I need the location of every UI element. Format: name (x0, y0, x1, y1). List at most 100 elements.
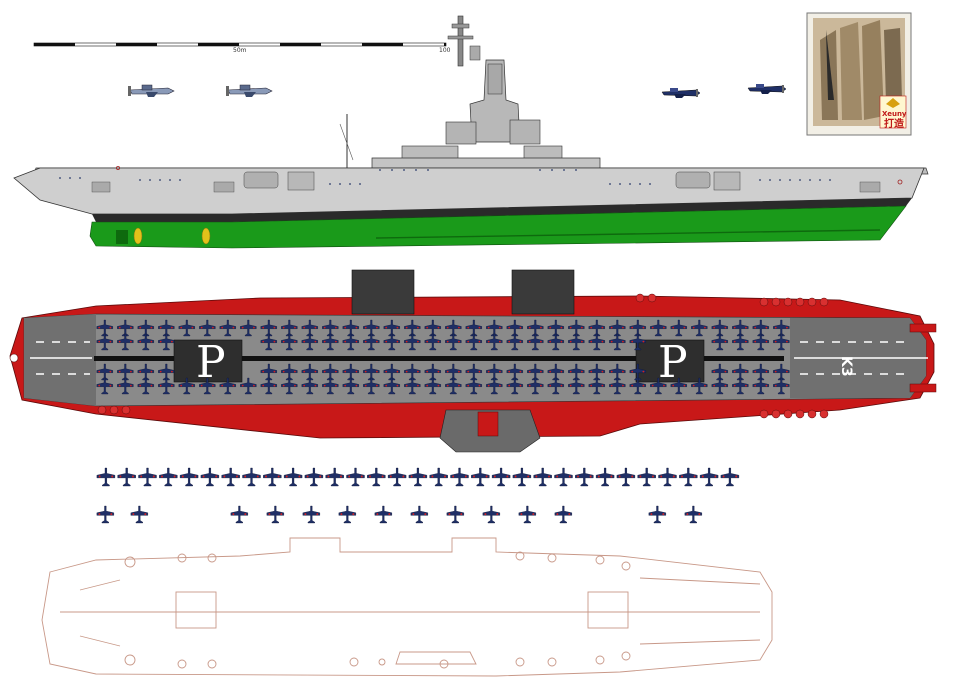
aircraft-top-icon (658, 467, 677, 487)
aircraft-top-icon (158, 363, 175, 381)
aircraft-top-icon (629, 363, 646, 381)
aircraft-top-icon (429, 467, 448, 487)
aircraft-top-icon (424, 363, 441, 381)
aircraft-top-icon (159, 467, 178, 487)
aircraft-top-icon (200, 467, 220, 487)
aircraft-top-icon (383, 363, 400, 381)
aircraft-top-icon (383, 333, 400, 351)
aircraft-top-icon (732, 377, 749, 395)
aircraft-top-icon (281, 333, 298, 351)
aircraft-top-icon (471, 467, 490, 487)
air-group-row (96, 467, 740, 487)
aircraft-top-icon (304, 467, 324, 487)
aircraft-top-icon (283, 467, 303, 487)
aircraft-top-icon (595, 467, 615, 487)
aircraft-top-icon (199, 319, 216, 337)
aircraft-top-icon (301, 363, 318, 381)
aircraft-top-icon (301, 319, 318, 337)
aircraft-top-icon (338, 505, 357, 524)
aircraft-top-icon (96, 377, 113, 395)
aircraft-top-icon (506, 319, 523, 337)
aircraft-top-icon (547, 363, 564, 381)
aircraft-top-icon (346, 467, 365, 487)
aircraft-top-icon (506, 363, 523, 381)
aircraft-top-icon (219, 319, 236, 337)
aircraft-top-icon (158, 377, 175, 395)
aircraft-top-icon (242, 467, 261, 487)
aircraft-side-icon (747, 84, 787, 94)
aircraft-top-icon (650, 377, 667, 395)
aircraft-top-icon (260, 363, 277, 381)
aircraft-side-icon (661, 88, 701, 98)
aircraft-top-icon (342, 363, 359, 381)
aircraft-top-icon (424, 333, 441, 351)
aircraft-top-icon (117, 377, 134, 395)
elevator-fwd-marking: P (196, 337, 226, 388)
aircraft-top-icon (711, 319, 728, 337)
aircraft-top-icon (711, 363, 728, 381)
aircraft-top-icon (506, 377, 523, 395)
aircraft-top-icon (518, 505, 537, 524)
aircraft-top-icon (650, 319, 667, 337)
aircraft-top-icon (482, 505, 501, 524)
aircraft-top-icon (363, 363, 380, 381)
aircraft-side-icon (226, 84, 273, 97)
aircraft-top-icon (342, 377, 359, 395)
aircraft-top-icon (117, 363, 134, 381)
aircraft-top-icon (527, 363, 544, 381)
aircraft-top-icon (465, 319, 482, 337)
aircraft-top-icon (230, 505, 249, 524)
hull-code-marking: K3 (838, 356, 854, 377)
aircraft-top-icon (158, 319, 175, 337)
aircraft-top-icon (465, 363, 482, 381)
aircraft-top-icon (342, 319, 359, 337)
aircraft-top-icon (363, 319, 380, 337)
aircraft-top-icon (691, 319, 708, 337)
parked-aircraft-group (96, 319, 790, 395)
aircraft-top-icon (424, 377, 441, 395)
aircraft-top-icon (512, 467, 532, 487)
aircraft-top-icon (301, 377, 318, 395)
aircraft-top-icon (178, 377, 195, 395)
aircraft-top-icon (670, 377, 687, 395)
aircraft-top-icon (240, 319, 257, 337)
aircraft-top-icon (199, 377, 216, 395)
aircraft-top-icon (711, 333, 728, 351)
aircraft-top-icon (404, 363, 421, 381)
aircraft-top-icon (117, 467, 136, 487)
aircraft-top-icon (363, 333, 380, 351)
aircraft-top-icon (568, 363, 585, 381)
aircraft-top-icon (691, 377, 708, 395)
aircraft-top-icon (263, 467, 282, 487)
aircraft-top-icon (486, 377, 503, 395)
aircraft-top-icon (720, 467, 740, 487)
aircraft-top-icon (260, 333, 277, 351)
aircraft-top-icon (404, 319, 421, 337)
aircraft-top-icon (588, 319, 605, 337)
aircraft-top-icon (648, 505, 667, 524)
aircraft-top-icon (137, 363, 154, 381)
aircraft-top-icon (711, 377, 728, 395)
aircraft-top-icon (281, 319, 298, 337)
aircraft-top-icon (637, 467, 656, 487)
aircraft-top-icon (266, 505, 285, 524)
aircraft-top-icon (445, 377, 462, 395)
aircraft-top-icon (699, 467, 719, 487)
aircraft-top-icon (117, 333, 134, 351)
aircraft-top-icon (96, 363, 113, 381)
aircraft-top-icon (575, 467, 594, 487)
aircraft-top-icon (408, 467, 428, 487)
aircraft-top-icon (383, 377, 400, 395)
aircraft-top-icon (179, 467, 199, 487)
aircraft-top-icon (609, 363, 626, 381)
aircraft-top-icon (260, 319, 277, 337)
aircraft-top-icon (446, 505, 465, 524)
aircraft-top-icon (404, 333, 421, 351)
aircraft-top-icon (547, 377, 564, 395)
aircraft-top-icon (96, 467, 116, 487)
aircraft-top-icon (491, 467, 511, 487)
propeller-icon (133, 227, 211, 245)
aircraft-top-icon (527, 377, 544, 395)
aircraft-top-icon (773, 363, 790, 381)
flight-deck-plan: P P K3 (9, 269, 937, 453)
